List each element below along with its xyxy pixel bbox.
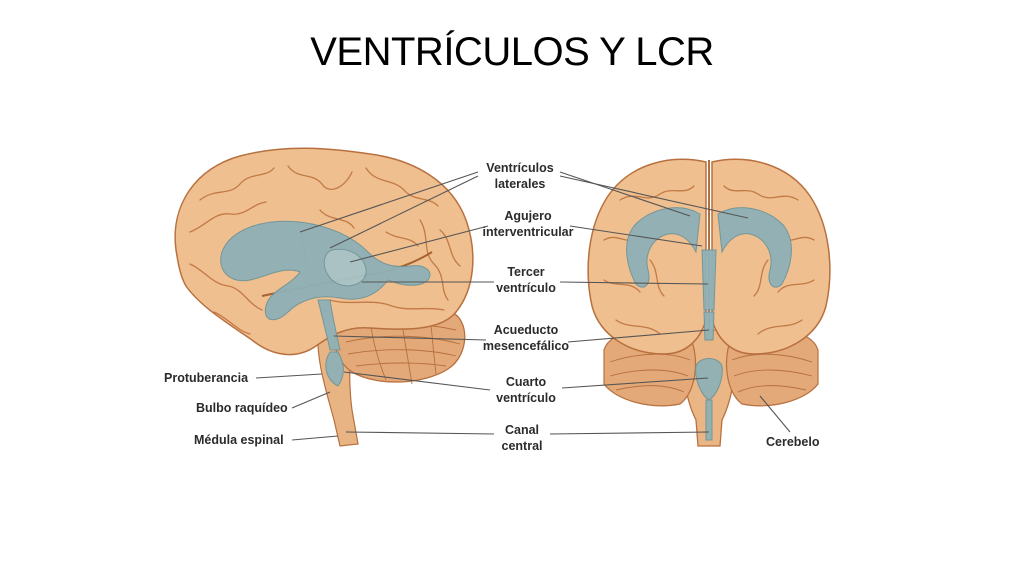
label-ventriculos-laterales-2: laterales (495, 177, 546, 191)
label-ventriculos-laterales-1: Ventrículos (486, 161, 553, 175)
lateral-brain-view (174, 147, 474, 447)
label-tercer-ventriculo-2: ventrículo (496, 281, 556, 295)
coronal-brain-view (587, 158, 831, 447)
label-tercer-ventriculo-1: Tercer (507, 265, 544, 279)
label-canal-central-2: central (502, 439, 543, 453)
label-canal-central-1: Canal (505, 423, 539, 437)
slide-title: VENTRÍCULOS Y LCR (310, 30, 714, 74)
coronal-ventricles (626, 207, 792, 441)
label-cerebelo: Cerebelo (766, 435, 820, 449)
label-bulbo-raquideo: Bulbo raquídeo (196, 401, 288, 415)
leader-lines (255, 171, 791, 441)
coronal-cerebellum-folia (609, 353, 813, 393)
label-agujero-interventricular-2: interventricular (482, 225, 573, 239)
label-agujero-interventricular-1: Agujero (504, 209, 552, 223)
labels: Ventrículos laterales Agujero interventr… (164, 161, 820, 453)
lateral-ventricles (220, 220, 431, 387)
label-protuberancia: Protuberancia (164, 371, 249, 385)
label-cuarto-ventriculo-2: ventrículo (496, 391, 556, 405)
label-acueducto-mesencefalico-2: mesencefálico (483, 339, 570, 353)
label-acueducto-mesencefalico-1: Acueducto (494, 323, 559, 337)
label-medula-espinal: Médula espinal (194, 433, 284, 447)
label-cuarto-ventriculo-1: Cuarto (506, 375, 547, 389)
